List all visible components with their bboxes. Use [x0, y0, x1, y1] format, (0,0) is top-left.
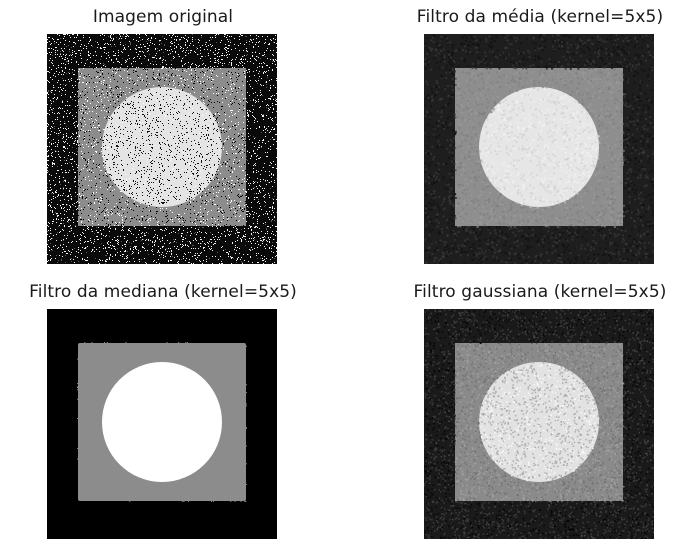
light-circle	[102, 362, 222, 482]
panel-title: Imagem original	[92, 7, 234, 27]
gaussian-filter-canvas	[424, 309, 654, 539]
median-filter-canvas	[47, 309, 277, 539]
original-image	[47, 34, 277, 264]
panel-title: Filtro da média (kernel=5x5)	[416, 7, 664, 27]
gaussian-filter-image	[424, 309, 654, 539]
median-filter-image	[47, 309, 277, 539]
noise-layer	[424, 309, 654, 539]
panel-title: Filtro da mediana (kernel=5x5)	[29, 282, 297, 302]
panel-title: Filtro gaussiana (kernel=5x5)	[413, 282, 667, 302]
noise-layer	[47, 34, 277, 264]
mean-filter-canvas	[424, 34, 654, 264]
noise-layer	[77, 342, 247, 502]
light-circle	[102, 87, 222, 207]
mean-filter-image	[424, 34, 654, 264]
original-image-canvas	[47, 34, 277, 264]
noise-layer	[424, 34, 654, 264]
